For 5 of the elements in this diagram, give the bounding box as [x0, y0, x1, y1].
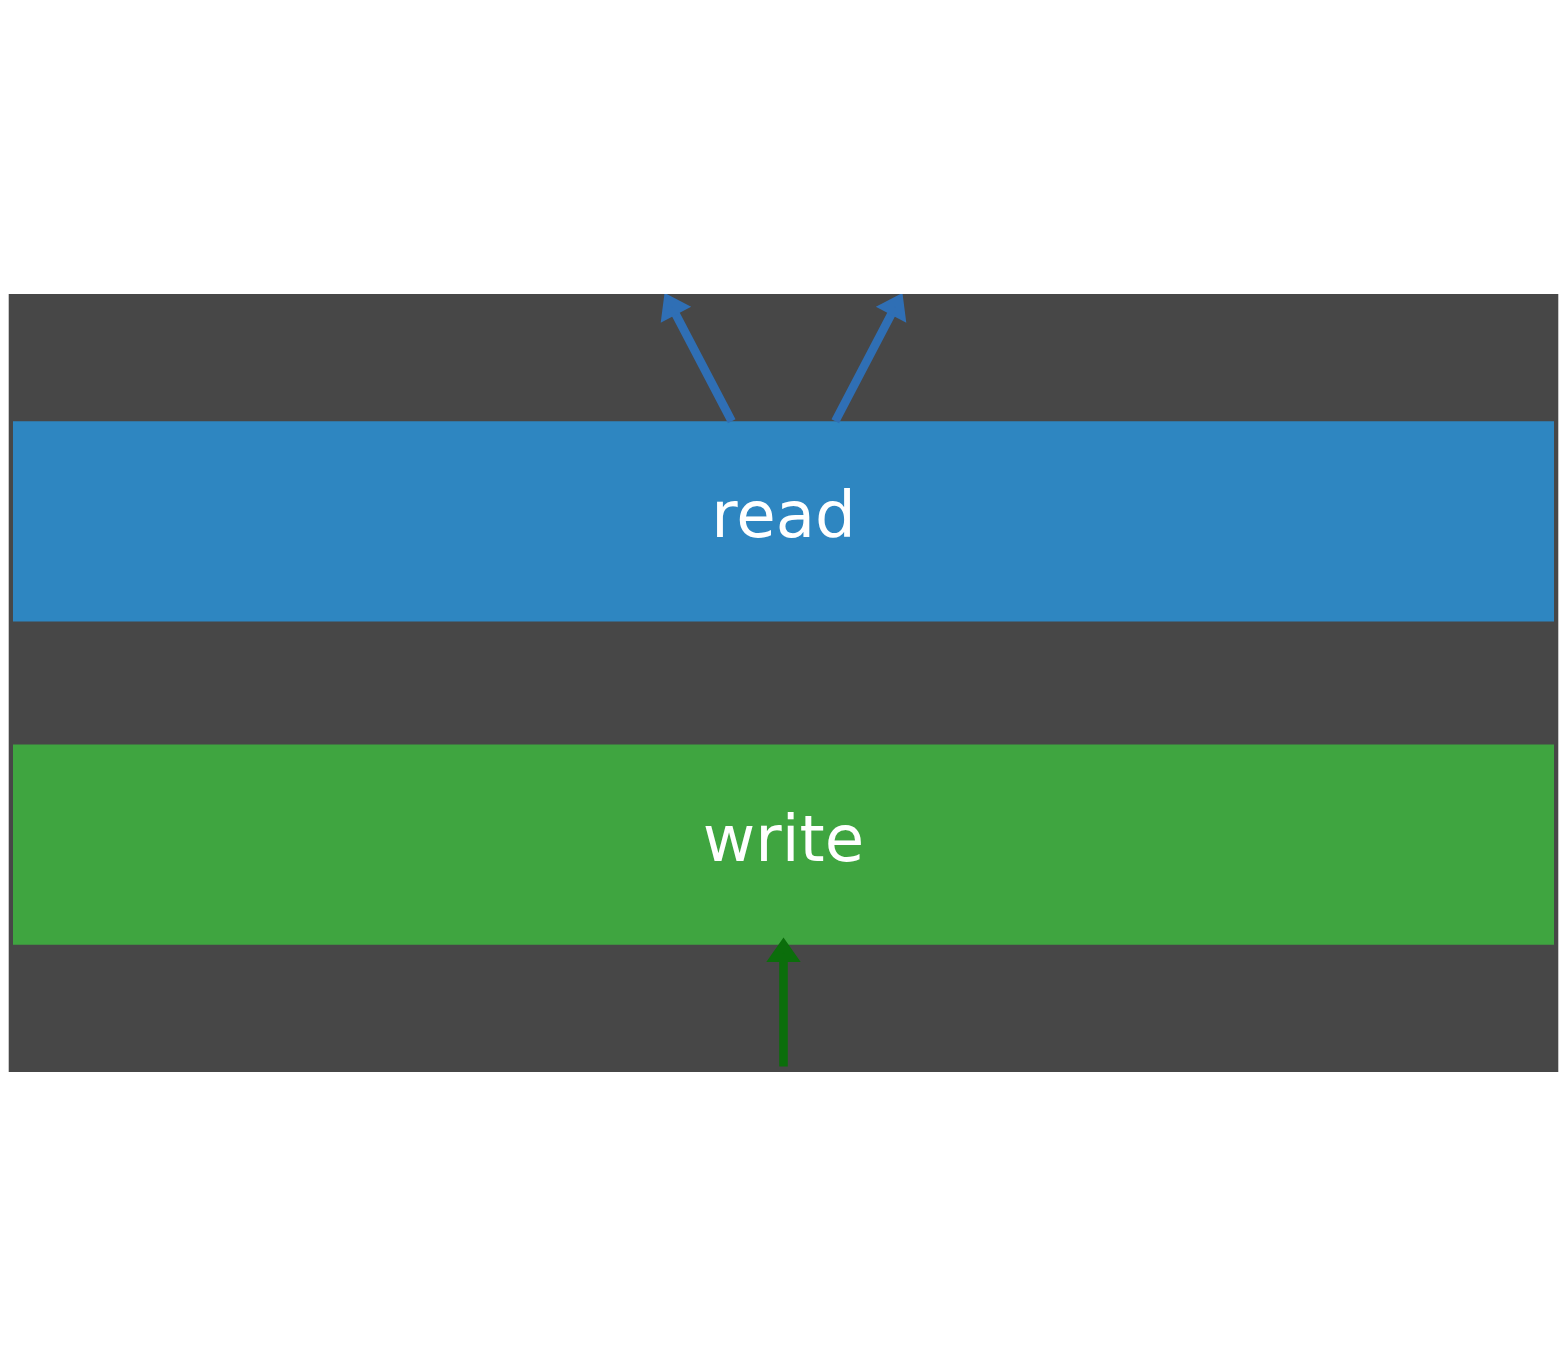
node-box: write — [13, 744, 1554, 945]
arrow — [831, 293, 907, 423]
arrow — [766, 936, 801, 1067]
node-box: read — [13, 420, 1554, 621]
arrow — [660, 293, 736, 423]
